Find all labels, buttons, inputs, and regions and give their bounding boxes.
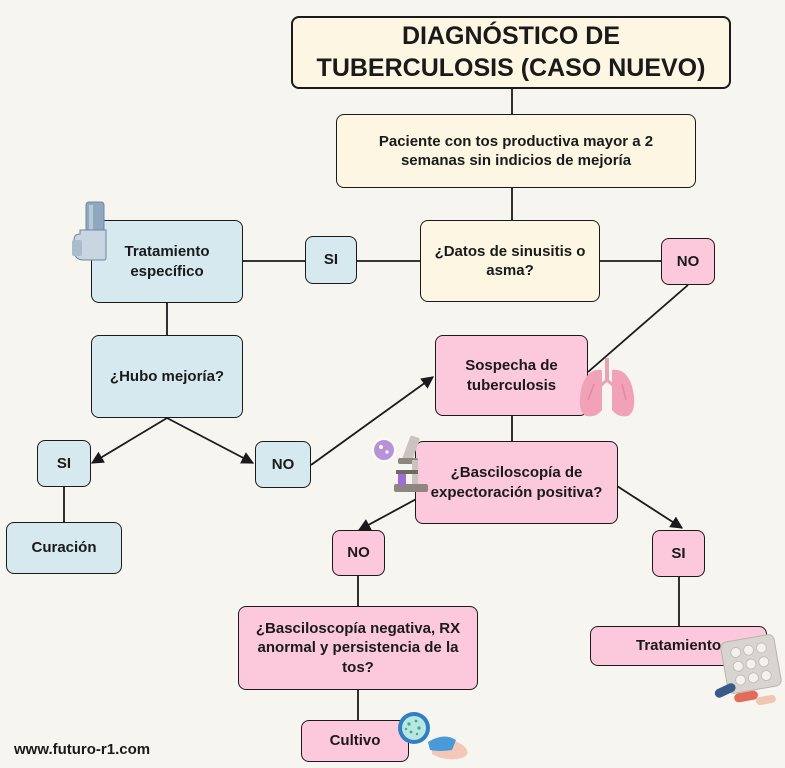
si-box-1: SI [305, 236, 357, 284]
no-box-1: NO [661, 238, 715, 285]
arrow-basciloscopia-no3 [357, 496, 421, 531]
arrow-mejoria-si2 [90, 417, 168, 464]
curacion-box: Curación [6, 522, 122, 574]
footer-website: www.futuro-r1.com [14, 741, 151, 758]
microscope-icon [372, 435, 428, 492]
arrow-no2-sospecha [310, 376, 435, 466]
datos-sinusitis-box: ¿Datos de sinusitis o asma? [420, 220, 600, 302]
basciloscopia-negativa-box: ¿Basciloscopía negativa, RX anormal y pe… [238, 606, 478, 690]
sospecha-box: Sospecha de tuberculosis [435, 335, 588, 416]
si-box-3: SI [652, 530, 705, 577]
si-box-2: SI [37, 440, 91, 487]
tratamiento-especifico-box: Tratamiento específico [91, 220, 243, 303]
arrow-mejoria-no2 [166, 417, 255, 464]
pills-icon [714, 634, 782, 706]
lungs-icon [579, 358, 635, 417]
connector-no1-sospecha [587, 284, 689, 373]
no-box-2: NO [255, 441, 311, 488]
diagram-title: DIAGNÓSTICO DE TUBERCULOSIS (CASO NUEVO) [291, 16, 731, 89]
paciente-box: Paciente con tos productiva mayor a 2 se… [336, 114, 696, 188]
arrow-basciloscopia-si3 [616, 485, 684, 529]
cultivo-box: Cultivo [301, 720, 409, 762]
inhaler-icon [72, 201, 107, 261]
petri-dish-icon [398, 712, 468, 760]
hubo-mejoria-box: ¿Hubo mejoría? [91, 335, 243, 418]
basciloscopia-box: ¿Basciloscopía de expectoración positiva… [415, 441, 618, 524]
no-box-3: NO [332, 530, 385, 576]
